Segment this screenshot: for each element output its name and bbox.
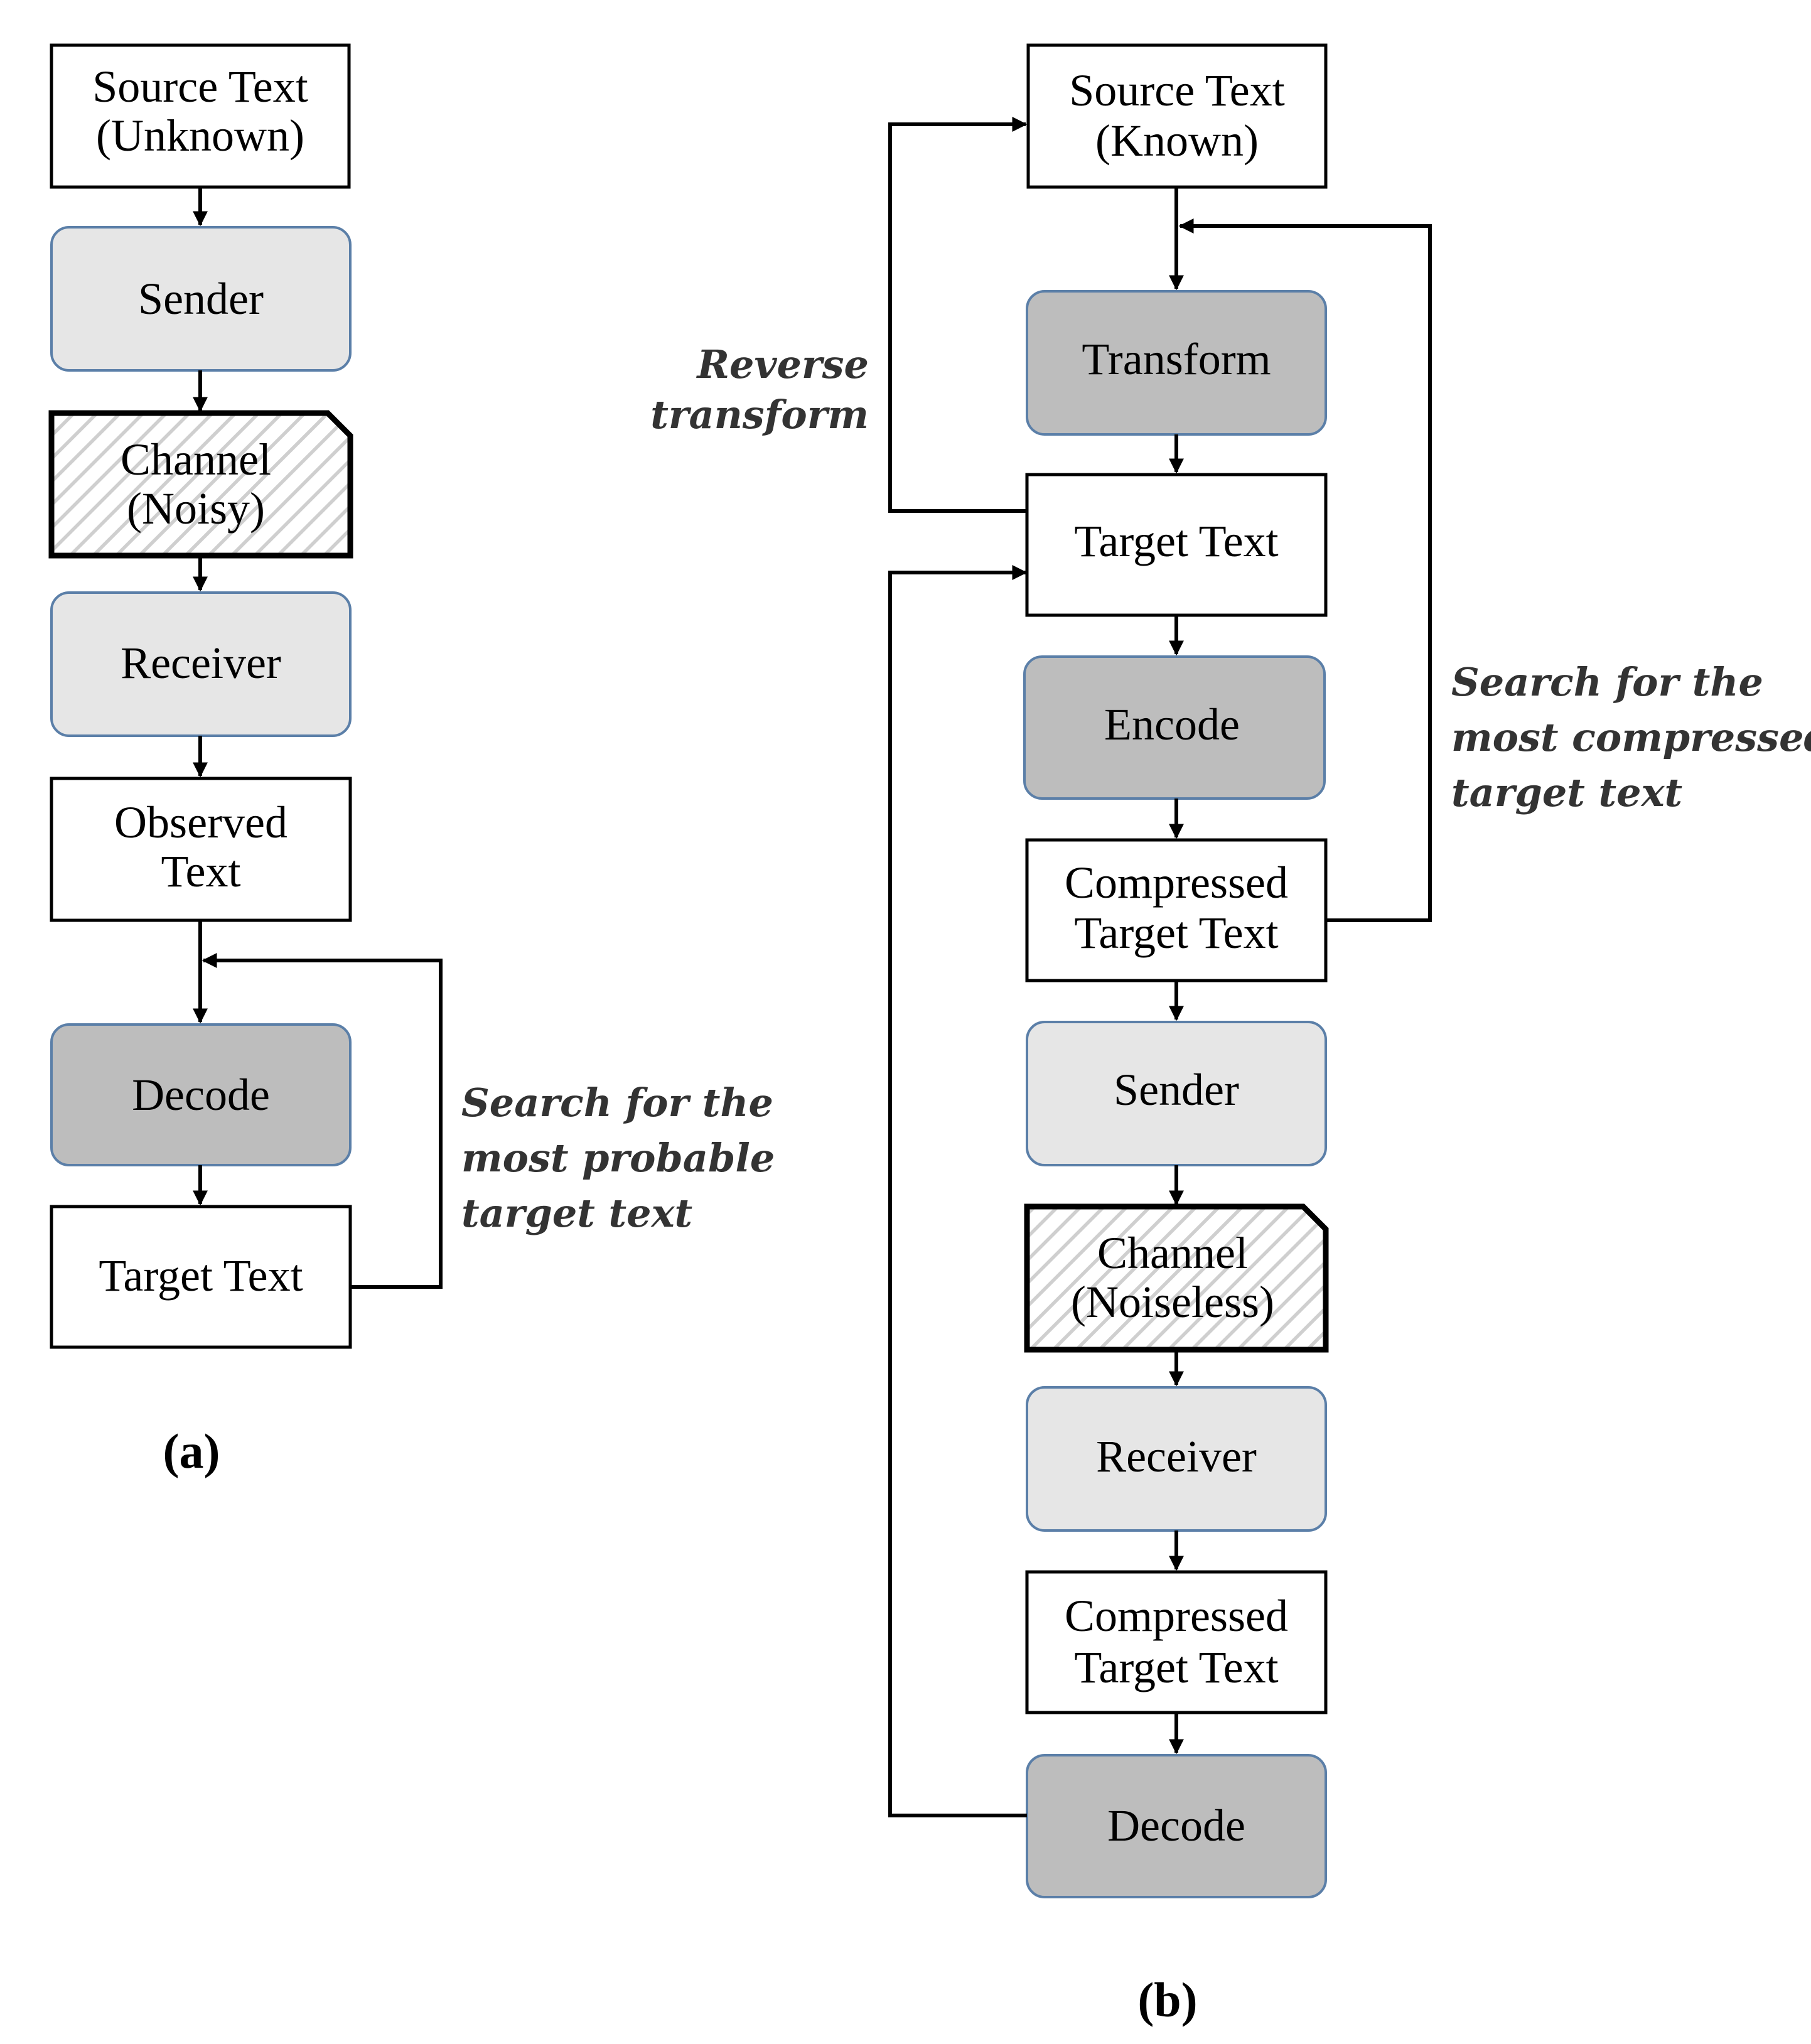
b-search-line2: most compressed: [1451, 714, 1811, 760]
b-target-text-label: Target Text: [1074, 516, 1278, 566]
a-observed-line2: Text: [161, 846, 241, 896]
a-search-line1: Search for the: [461, 1080, 773, 1126]
b-channel-line2: (Noiseless): [1071, 1277, 1274, 1327]
b-search-label: Search for the most compressed target te…: [1451, 659, 1811, 815]
b-decode-label: Decode: [1107, 1800, 1245, 1851]
a-sender-box: Sender: [50, 226, 352, 372]
a-decode-box: Decode: [50, 1023, 352, 1166]
a-caption: (a): [163, 1424, 220, 1478]
b-target-text-box: Target Text: [1025, 473, 1328, 617]
diagram-b: Source Text (Known) Transform Target Tex…: [650, 43, 1811, 2027]
a-source-text-line2: (Unknown): [96, 110, 304, 161]
b-decode-box: Decode: [1026, 1754, 1327, 1898]
a-channel-line2: (Noisy): [127, 483, 265, 534]
b-search-line1: Search for the: [1451, 659, 1763, 705]
a-sender-label: Sender: [138, 274, 264, 324]
diagram-a: Source Text (Unknown) Sender Channel (No…: [48, 43, 775, 1478]
b-reverse-label: Reverse transform: [650, 342, 869, 438]
a-observed-line1: Observed: [114, 797, 288, 847]
b-transform-label: Transform: [1082, 334, 1271, 384]
a-target-text-box: Target Text: [50, 1205, 352, 1349]
b-receiver-box: Receiver: [1026, 1386, 1327, 1532]
b-source-text-box: Source Text (Known): [1026, 43, 1328, 189]
a-channel-box: Channel (Noisy): [48, 410, 353, 559]
b-compressed1-line2: Target Text: [1074, 908, 1278, 958]
a-target-text-label: Target Text: [99, 1251, 303, 1301]
b-channel-line1: Channel: [1097, 1228, 1248, 1278]
b-sender-box: Sender: [1026, 1021, 1327, 1166]
a-search-label: Search for the most probable target text: [461, 1080, 775, 1236]
a-receiver-box: Receiver: [50, 591, 352, 737]
b-reverse-line2: transform: [650, 392, 869, 438]
a-connectors: [193, 187, 443, 1289]
a-source-text-line1: Source Text: [92, 62, 308, 112]
b-compressed1-line1: Compressed: [1065, 858, 1288, 908]
b-channel-box: Channel (Noiseless): [1024, 1203, 1329, 1353]
b-receiver-label: Receiver: [1096, 1431, 1257, 1482]
b-compressed-text-box-2: Compressed Target Text: [1025, 1570, 1328, 1714]
b-encode-label: Encode: [1104, 699, 1240, 750]
b-transform-box: Transform: [1026, 290, 1327, 436]
a-observed-text-box: Observed Text: [50, 777, 352, 922]
b-compressed-text-box-1: Compressed Target Text: [1025, 838, 1328, 982]
a-receiver-label: Receiver: [121, 638, 281, 688]
b-compressed2-line1: Compressed: [1065, 1591, 1288, 1641]
a-channel-line1: Channel: [121, 434, 271, 485]
b-source-text-line2: (Known): [1095, 116, 1259, 166]
b-connectors: [888, 117, 1432, 1817]
a-source-text-box: Source Text (Unknown): [50, 43, 351, 189]
a-search-line2: most probable: [461, 1135, 775, 1181]
b-compressed2-line2: Target Text: [1074, 1642, 1278, 1692]
b-caption: (b): [1137, 1972, 1197, 2027]
b-reverse-line1: Reverse: [696, 342, 869, 387]
a-search-line3: target text: [461, 1190, 693, 1236]
b-encode-box: Encode: [1023, 655, 1326, 800]
b-search-line3: target text: [1451, 770, 1683, 815]
a-decode-label: Decode: [132, 1070, 270, 1120]
b-source-text-line1: Source Text: [1069, 65, 1285, 116]
b-sender-label: Sender: [1114, 1065, 1239, 1115]
